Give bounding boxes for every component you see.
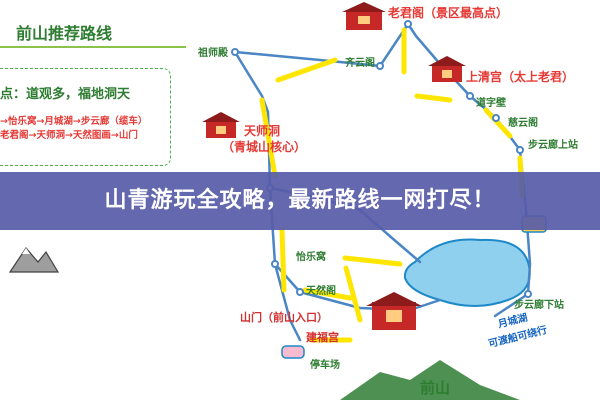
- route-info-panel: 点：道观多，福地洞天 →怡乐窝→月城湖→步云廊（缆车） 老君阁→天师洞→天然图画…: [0, 68, 171, 166]
- temple-icon-tianshidong: [202, 112, 240, 138]
- label-qiyunge: 齐云阁: [345, 58, 375, 69]
- temple-icon-laojunge: [342, 2, 386, 30]
- label-yilewo: 怡乐窝: [296, 252, 326, 263]
- label-shangqinggong: 上清宫（太上老君）: [466, 70, 575, 84]
- route-line-2: 老君阁→天师洞→天然图画→山门: [0, 130, 138, 141]
- label-tianshidong-sub: （青城山核心）: [222, 140, 307, 154]
- label-zushidian: 祖师殿: [198, 48, 228, 59]
- label-ciyunge: 慈云阁: [508, 118, 538, 129]
- title-banner: 山青游玩全攻略，最新路线一网打尽！: [0, 172, 600, 230]
- mountain-icon: [8, 247, 60, 273]
- label-tianrange: 天然阁: [306, 286, 336, 297]
- label-buyunlang-bottom: 步云廊下站: [514, 300, 564, 311]
- label-daozibi: 道字壁: [476, 98, 506, 109]
- bottom-hill: [340, 360, 520, 400]
- highlights-text: 点：道观多，福地洞天: [0, 87, 131, 102]
- map-title: 前山推荐路线: [16, 24, 113, 43]
- label-shanmen: 山门（前山入口）: [240, 311, 328, 324]
- temple-icon-shangqinggong: [428, 56, 466, 82]
- title-underline: [0, 46, 186, 48]
- banner-title: 山青游玩全攻略，最新路线一网打尽！: [104, 188, 496, 213]
- label-qianshan: 前山: [420, 379, 451, 397]
- label-buyunlang-top: 步云廊上站: [528, 140, 578, 151]
- route-line-1: →怡乐窝→月城湖→步云廊（缆车）: [0, 116, 148, 127]
- car-icon: [281, 345, 305, 359]
- label-tingchechang: 停车场: [310, 360, 340, 371]
- label-laojunge: 老君阁（景区最高点）: [388, 6, 509, 20]
- recommended-route: [259, 27, 525, 343]
- label-tianshidong: 天师洞: [244, 124, 281, 138]
- lake: [403, 238, 531, 307]
- label-jianfugong: 建福宫: [306, 331, 339, 344]
- temple-icon-gate: [366, 292, 422, 330]
